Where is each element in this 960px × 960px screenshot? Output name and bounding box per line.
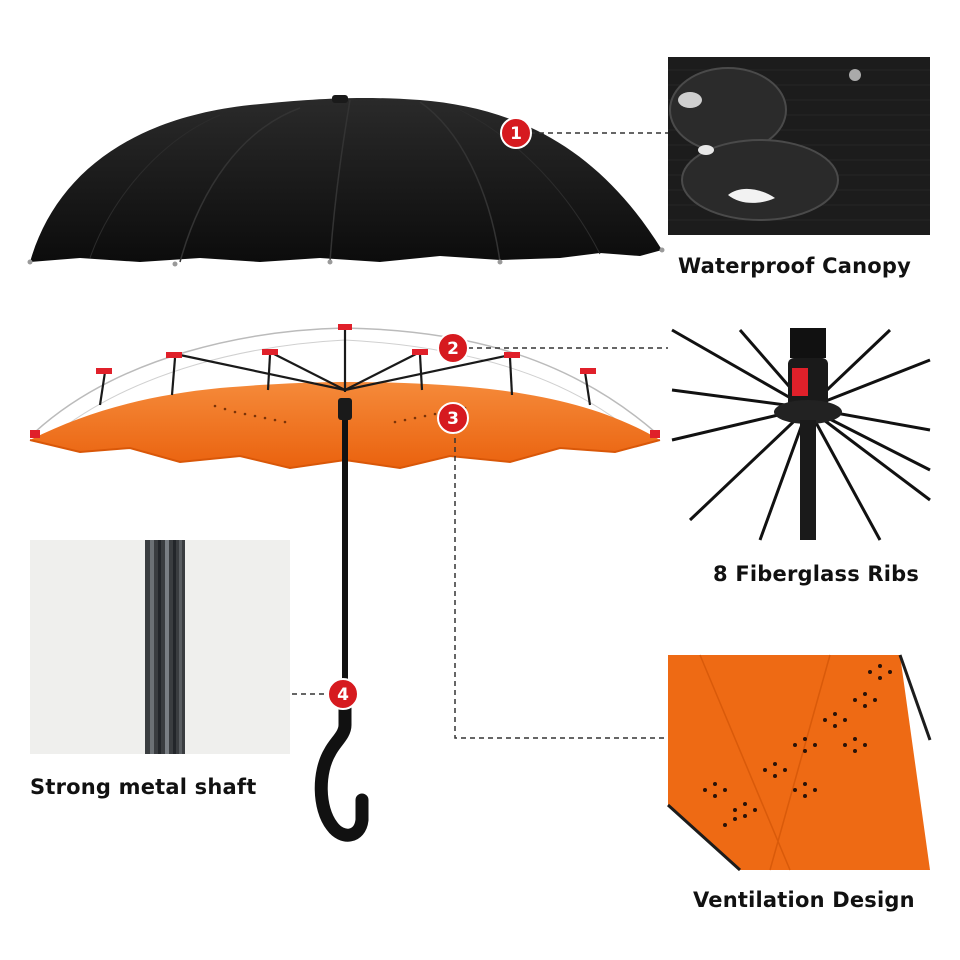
ventilation-holes-photo (666, 654, 932, 872)
badge-3: 3 (437, 402, 469, 434)
caption-waterproof-canopy: Waterproof Canopy (678, 254, 911, 278)
fiberglass-ribs-photo (668, 328, 931, 541)
svg-text:4: 4 (337, 685, 349, 705)
badge-2: 2 (437, 332, 469, 364)
badge-4: 4 (327, 678, 359, 710)
black-umbrella-canopy (27, 95, 665, 267)
svg-text:1: 1 (510, 124, 522, 144)
caption-ventilation-design: Ventilation Design (693, 888, 915, 912)
svg-text:3: 3 (447, 409, 459, 429)
caption-fiberglass-ribs: 8 Fiberglass Ribs (713, 562, 920, 586)
badge-1: 1 (500, 117, 532, 149)
water-droplets-fabric-photo (668, 57, 930, 235)
svg-text:2: 2 (447, 339, 459, 359)
caption-metal-shaft: Strong metal shaft (30, 775, 257, 799)
inverted-umbrella (29, 324, 661, 842)
metal-shaft-photo (30, 540, 290, 754)
leader-lines (292, 132, 668, 739)
